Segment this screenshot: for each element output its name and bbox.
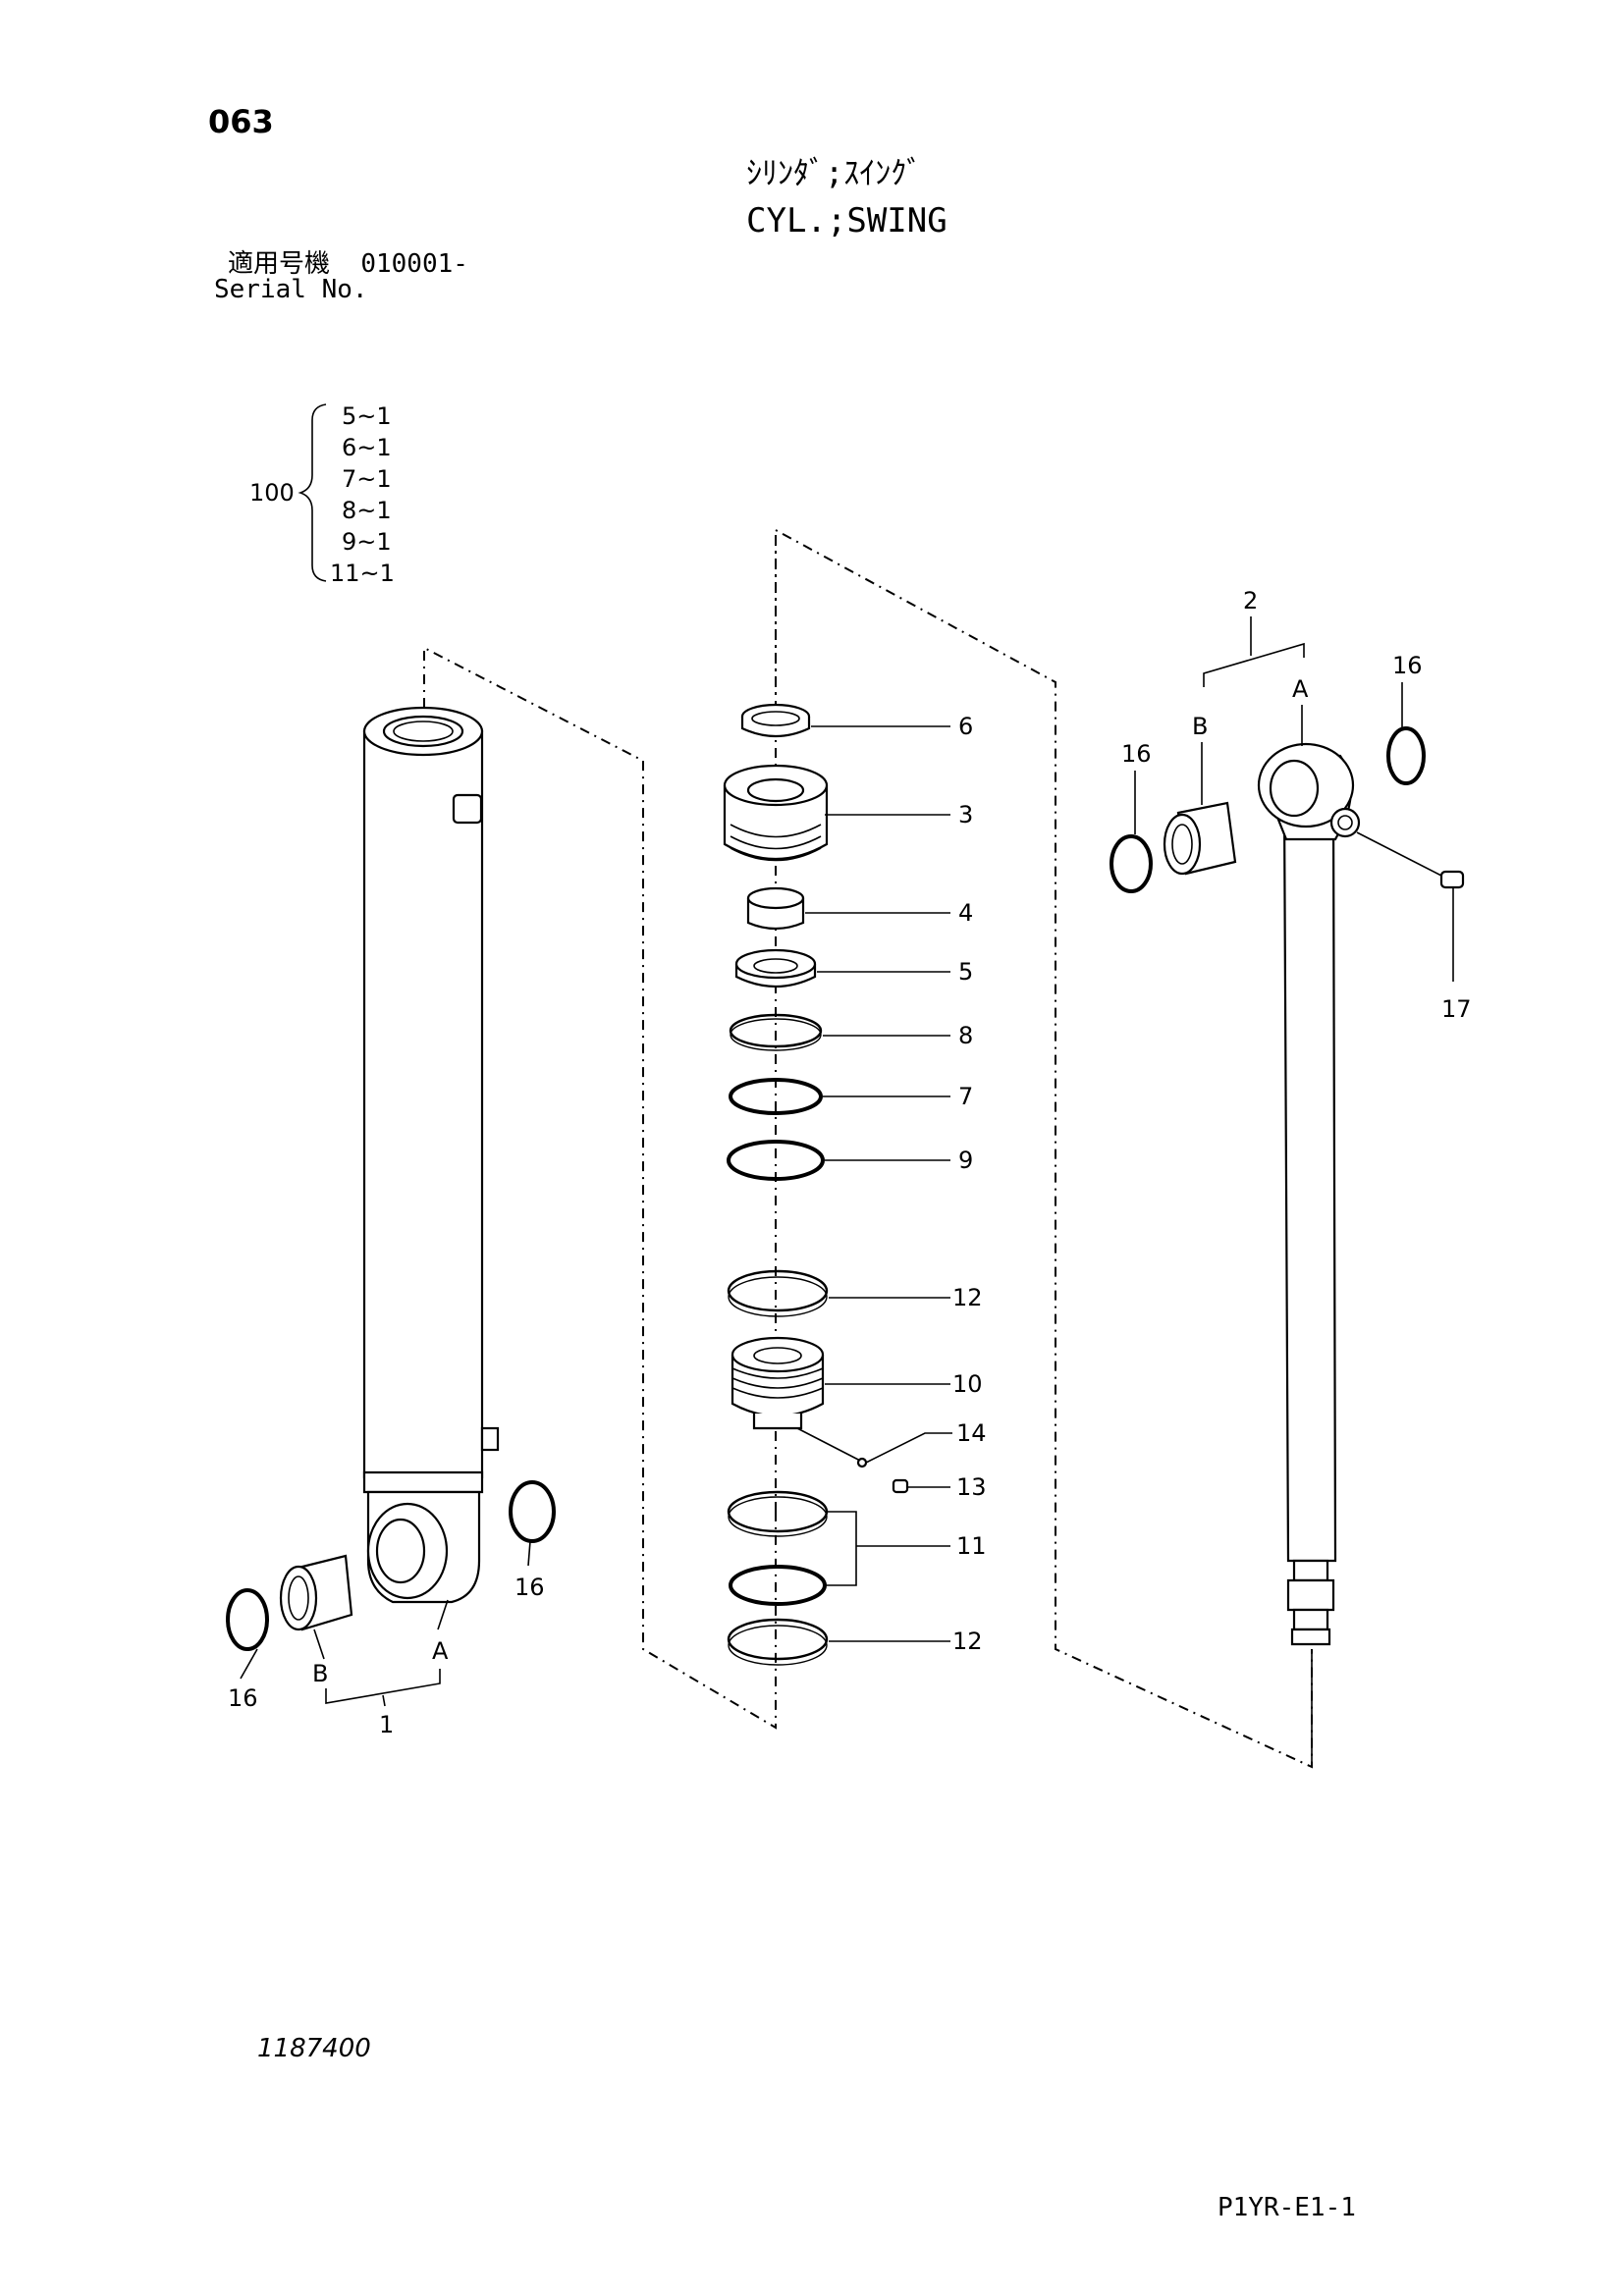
cylinder-tube: [362, 706, 500, 1604]
callout-13: 13: [956, 1473, 987, 1501]
kit-brace: [298, 403, 327, 582]
grease-fitting-17: [1356, 831, 1465, 889]
kit-group-100: 100 5~1 6~1 7~1 8~1 9~1 11~1: [249, 402, 395, 587]
callout-4: 4: [958, 899, 973, 927]
label-a-left: A: [432, 1637, 449, 1665]
pin-bushing-b-left: [279, 1554, 353, 1631]
kit-item: 7~1: [342, 465, 392, 493]
dust-seal-16-left: [226, 1588, 269, 1651]
serial-row: 適用号機 010001-: [228, 251, 468, 277]
dust-seal-16-rod-left: [1110, 834, 1153, 893]
figure-number: 1187400: [257, 2034, 371, 2063]
kit-item: 9~1: [342, 528, 392, 556]
title-english: CYL.;SWING: [746, 201, 947, 240]
callout-16-left: 16: [228, 1684, 258, 1712]
pin-bushing-b-right: [1163, 801, 1237, 876]
callout-12-upper: 12: [952, 1284, 983, 1311]
serial-label-en: Serial No.: [214, 275, 368, 304]
kit-item: 5~1: [342, 402, 392, 430]
callout-16-rod-right: 16: [1392, 652, 1423, 679]
kit-item: 8~1: [342, 497, 392, 524]
callout-11: 11: [956, 1532, 987, 1560]
callout-1: 1: [379, 1711, 394, 1738]
kit-item: 6~1: [342, 434, 392, 461]
page-code: P1YR-E1-1: [1218, 2193, 1356, 2222]
dust-seal-16-rod-right: [1386, 726, 1426, 785]
callout-16-rod-left: 16: [1121, 740, 1152, 768]
callout-6: 6: [958, 713, 973, 740]
callout-10: 10: [952, 1370, 983, 1398]
callout-14: 14: [956, 1419, 987, 1447]
callouts-left: A B 1 16 16: [228, 1540, 545, 1738]
piston-rod: [1257, 742, 1361, 1646]
label-b-left: B: [312, 1660, 328, 1687]
title-japanese: ｼﾘﾝﾀﾞ;ｽｲﾝｸﾞ: [746, 154, 923, 191]
label-b-right: B: [1192, 713, 1208, 740]
kit-number: 100: [249, 479, 295, 507]
callout-7: 7: [958, 1083, 973, 1110]
callout-9: 9: [958, 1147, 973, 1174]
label-a-right: A: [1292, 675, 1309, 703]
center-parts: 6 3 4 5 8 7 9 12: [723, 703, 987, 1666]
callout-12-lower: 12: [952, 1628, 983, 1655]
callout-5: 5: [958, 958, 973, 986]
assembly-guide-lines: [423, 528, 1313, 1769]
callouts-right: 2 A B 16 16 17: [1121, 587, 1472, 1767]
callout-16-tube: 16: [514, 1574, 545, 1601]
serial-label-jp: 適用号機: [228, 249, 331, 279]
page-number: 063: [208, 103, 274, 140]
callout-17: 17: [1441, 995, 1472, 1023]
callout-8: 8: [958, 1022, 973, 1049]
serial-value: 010001-: [360, 249, 468, 279]
callout-3: 3: [958, 801, 973, 828]
dust-seal-16-tube: [509, 1480, 556, 1543]
kit-item: 11~1: [330, 560, 395, 587]
callout-2: 2: [1243, 587, 1258, 614]
